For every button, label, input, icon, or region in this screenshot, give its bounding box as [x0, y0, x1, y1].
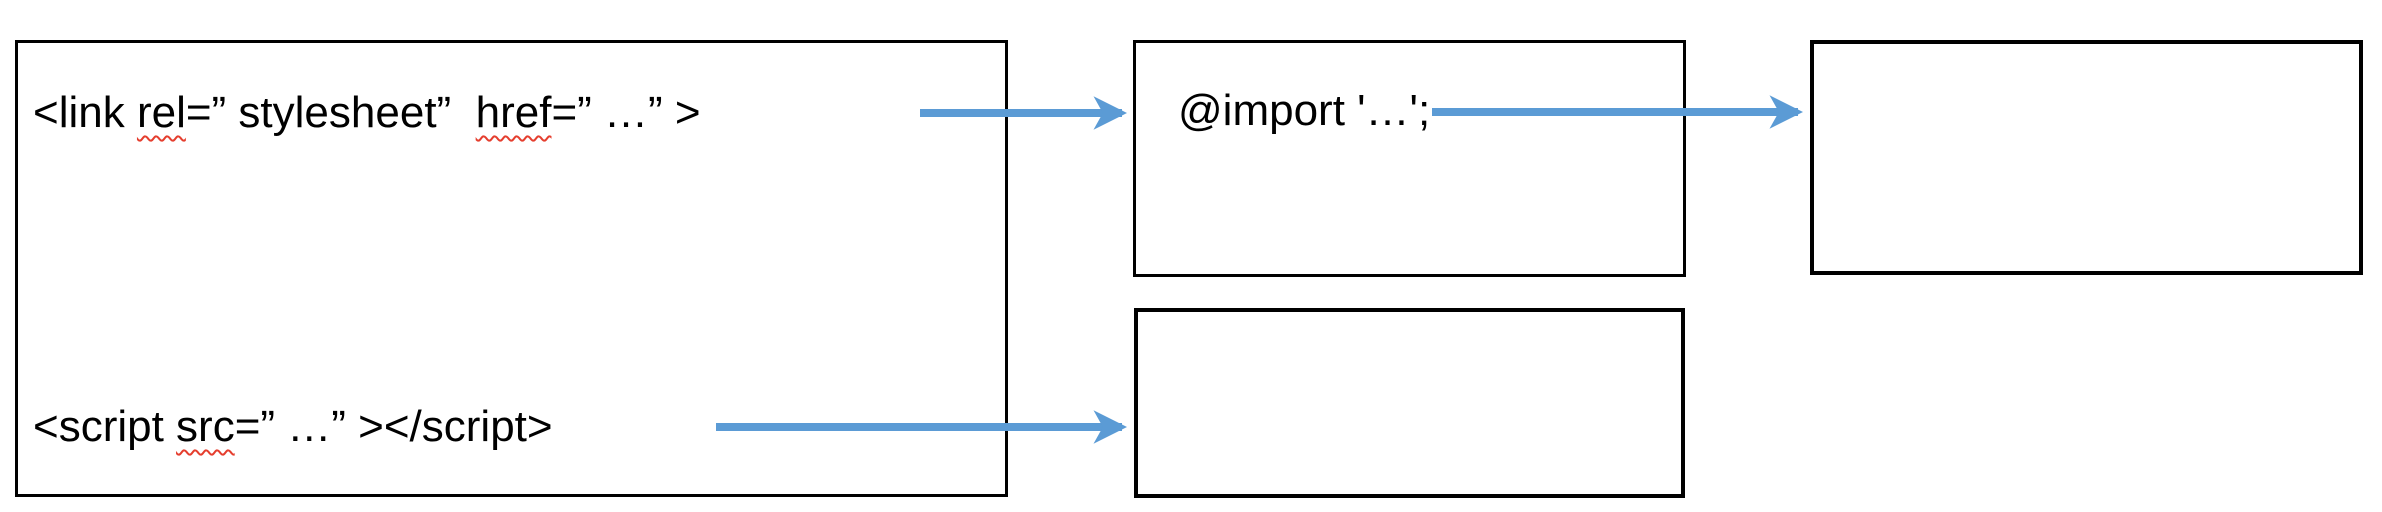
import-rule-text: @import '…';	[1178, 86, 1430, 136]
link-tag-text: <link rel=” stylesheet” href=” …” >	[33, 88, 701, 138]
link-tag-part1: <link	[33, 88, 137, 137]
css-import-box	[1133, 40, 1686, 277]
link-tag-part3: =” …” >	[551, 88, 701, 137]
css-file-box	[1810, 40, 2363, 275]
link-href-attr-misspelling: href	[475, 88, 552, 137]
js-file-box	[1134, 308, 1685, 498]
import-rule-value: @import '…';	[1178, 86, 1431, 135]
script-tag-part2: =” …” ></script>	[234, 402, 553, 451]
link-rel-attr-misspelling: rel	[136, 88, 186, 137]
script-src-attr-misspelling: src	[176, 402, 235, 451]
script-tag-text: <script src=” …” ></script>	[33, 402, 553, 452]
html-document-box	[15, 40, 1008, 497]
link-tag-part2: =” stylesheet”	[185, 88, 476, 137]
script-tag-part1: <script	[33, 402, 177, 451]
